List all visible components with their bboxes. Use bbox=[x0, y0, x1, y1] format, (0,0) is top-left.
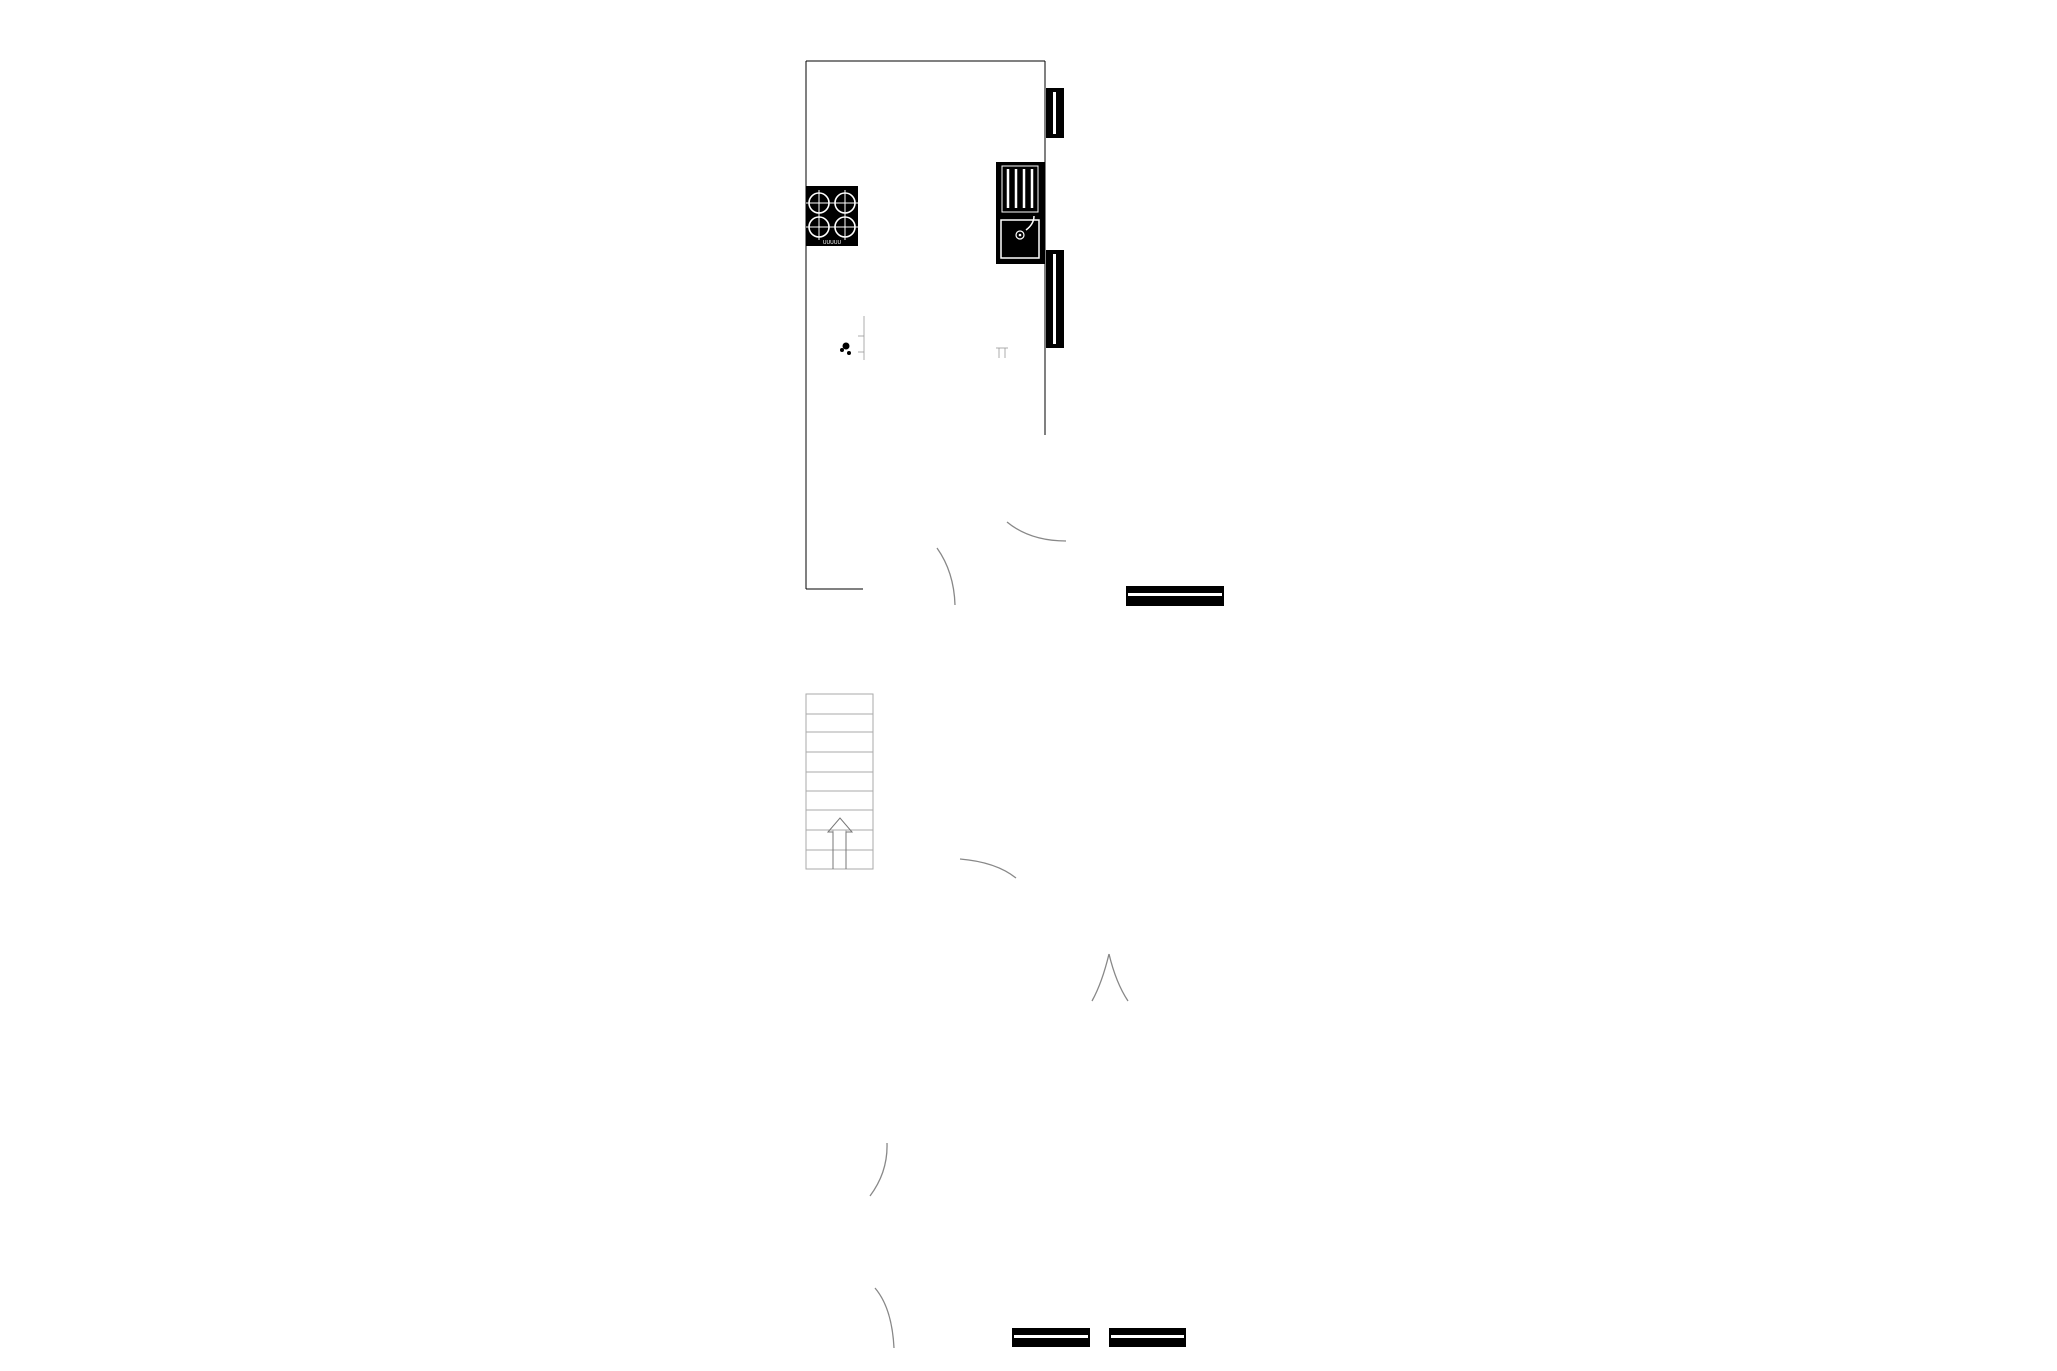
wall-segment-middle bbox=[1126, 586, 1224, 606]
table-fixture-left bbox=[840, 316, 865, 360]
kitchen-room bbox=[805, 60, 1046, 590]
stairs bbox=[805, 693, 874, 870]
door-swing-icon bbox=[959, 858, 1017, 879]
stair-arrow-icon bbox=[826, 817, 854, 869]
stove-icon: UUUUU bbox=[806, 186, 858, 246]
table-fixture-right bbox=[996, 347, 1008, 358]
door-swing-icon bbox=[1108, 953, 1129, 1002]
stove-label: UUUUU bbox=[823, 240, 842, 246]
door-swing-icon bbox=[874, 1287, 895, 1349]
wall-segment-bottom-right bbox=[1109, 1328, 1186, 1347]
door-swing-icon bbox=[1006, 521, 1067, 542]
door-swing-icon bbox=[1091, 953, 1110, 1002]
door-swing-icon bbox=[936, 547, 956, 606]
wall-segment-bottom-left bbox=[1012, 1328, 1090, 1347]
window-lower bbox=[1046, 250, 1064, 348]
sink-icon bbox=[996, 162, 1045, 264]
window-upper bbox=[1046, 88, 1064, 138]
door-swing-icon bbox=[869, 1142, 888, 1197]
